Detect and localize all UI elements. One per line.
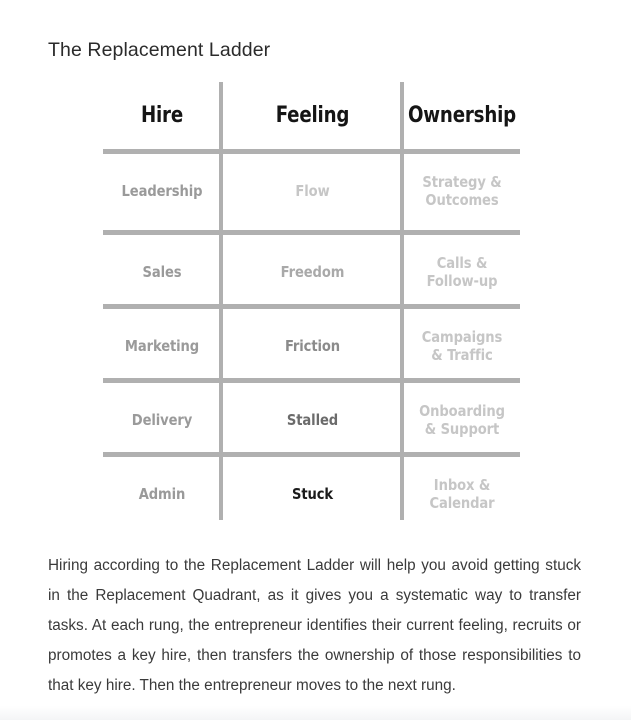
cell-ownership-line2: & Traffic [431, 346, 493, 364]
cell-hire: Delivery [131, 411, 193, 429]
column-divider-2 [400, 82, 404, 520]
cell-hire: Marketing [124, 337, 200, 355]
page-title: The Replacement Ladder [48, 39, 271, 62]
cell-ownership-line1: Onboarding [419, 402, 505, 420]
table-row: Marketing Friction Campaigns & Traffic [103, 309, 520, 383]
row-divider-2 [103, 304, 520, 309]
cell-ownership-line2: & Support [424, 420, 500, 438]
cell-ownership-line2: Calendar [429, 494, 495, 512]
cell-ownership-line1: Inbox & [433, 476, 491, 494]
cell-feeling: Flow [295, 182, 330, 200]
cell-feeling: Friction [284, 337, 341, 355]
table-row: Admin Stuck Inbox & Calendar [103, 457, 520, 531]
bottom-gradient-band [0, 706, 631, 720]
cell-ownership: Onboarding & Support [407, 383, 516, 457]
table-row: Delivery Stalled Onboarding & Support [103, 383, 520, 457]
cell-ownership-line1: Campaigns [421, 328, 503, 346]
ladder-grid: Hire Feeling Ownership Leadership Flow S… [103, 82, 520, 520]
row-divider-3 [103, 378, 520, 383]
cell-ownership-line1: Strategy & [422, 173, 502, 191]
column-header-ownership: Ownership [407, 103, 517, 128]
cell-hire: Admin [138, 485, 186, 503]
table-row: Sales Freedom Calls & Follow-up [103, 235, 520, 309]
cell-ownership-line1: Calls & [436, 254, 488, 272]
cell-ownership: Calls & Follow-up [407, 235, 516, 309]
cell-ownership-line2: Follow-up [426, 272, 498, 290]
row-divider-4 [103, 452, 520, 457]
body-paragraph: Hiring according to the Replacement Ladd… [48, 557, 581, 695]
cell-hire: Leadership [121, 182, 203, 200]
row-divider-header [103, 149, 520, 154]
row-divider-1 [103, 230, 520, 235]
replacement-ladder-table: Hire Feeling Ownership Leadership Flow S… [103, 82, 520, 520]
cell-feeling: Stalled [286, 411, 339, 429]
cell-ownership: Strategy & Outcomes [407, 154, 516, 228]
column-header-hire: Hire [140, 103, 184, 128]
table-header-row: Hire Feeling Ownership [103, 82, 520, 149]
cell-feeling: Freedom [280, 263, 345, 281]
cell-hire: Sales [142, 263, 182, 281]
cell-feeling: Stuck [291, 485, 334, 503]
column-divider-1 [219, 82, 223, 520]
cell-ownership-line2: Outcomes [425, 191, 499, 209]
table-row: Leadership Flow Strategy & Outcomes [103, 154, 520, 228]
cell-ownership: Inbox & Calendar [407, 457, 516, 531]
cell-ownership: Campaigns & Traffic [407, 309, 516, 383]
column-header-feeling: Feeling [275, 103, 350, 128]
